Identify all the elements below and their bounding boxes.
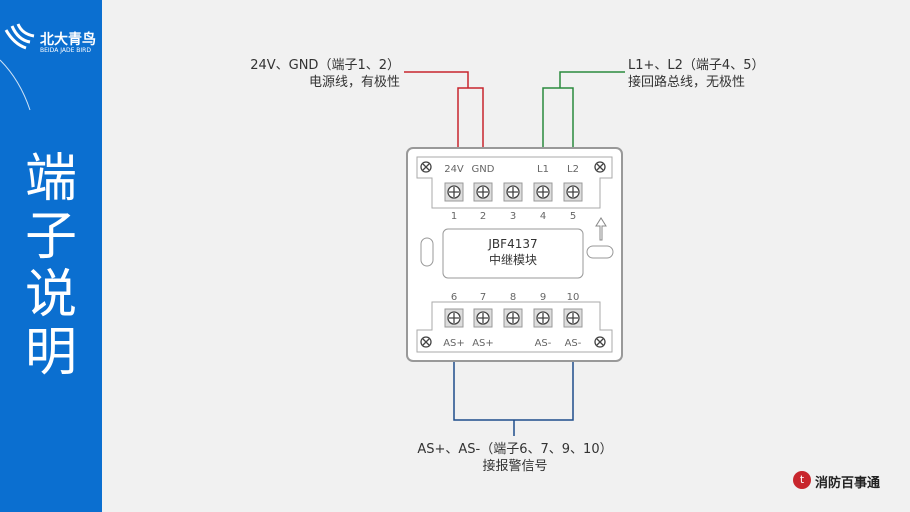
slot-right: [586, 245, 614, 259]
title-char: 端: [24, 149, 77, 209]
module-label: JBF4137 中继模块: [443, 236, 583, 268]
module-name: 中继模块: [488, 253, 537, 267]
terminal-number: 3: [510, 211, 516, 222]
alarm-label: AS+、AS-（端子6、7、9、10） 接报警信号: [380, 441, 650, 475]
brand-name: 北大青鸟: [40, 32, 96, 48]
terminal-number: 2: [480, 211, 486, 222]
loop-label: L1+、L2（端子4、5） 接回路总线，无极性: [628, 57, 828, 91]
terminal-number: 9: [540, 292, 546, 303]
terminal-label: L1: [537, 164, 549, 175]
power-wire: [404, 71, 484, 148]
terminal-label: AS+: [443, 338, 465, 349]
footer-brand: 消防百事通: [815, 476, 881, 491]
terminal-number: 7: [480, 292, 486, 303]
power-label-1: 24V、GND（端子1、2）: [250, 58, 400, 73]
module-model: JBF4137: [488, 237, 538, 251]
alarm-label-2: 接报警信号: [482, 459, 548, 474]
title-char: 子: [24, 207, 77, 267]
terminal-number: 5: [570, 211, 576, 222]
power-label: 24V、GND（端子1、2） 电源线，有极性: [200, 57, 400, 91]
sidebar: 北大青鸟 BEIDA JADE BIRD 端 子 说 明: [0, 0, 102, 512]
terminal-number: 10: [567, 292, 580, 303]
loop-label-1: L1+、L2（端子4、5）: [628, 58, 765, 73]
terminal-label: AS-: [565, 338, 582, 349]
alarm-label-1: AS+、AS-（端子6、7、9、10）: [417, 442, 613, 457]
terminal-label: GND: [472, 164, 495, 175]
alarm-wire: [453, 361, 574, 436]
terminal-number: 1: [451, 211, 457, 222]
terminal-number: 4: [540, 211, 546, 222]
footer-logo-icon: t: [793, 471, 811, 489]
brand-name-en: BEIDA JADE BIRD: [40, 47, 91, 54]
terminal-label: 24V: [444, 164, 464, 175]
title-char: 明: [24, 323, 77, 383]
terminal-label: L2: [567, 164, 579, 175]
terminal-number: 8: [510, 292, 516, 303]
page-title: 端 子 说 明: [18, 150, 84, 382]
loop-wire: [542, 71, 625, 148]
terminal-label: AS-: [535, 338, 552, 349]
sidebar-decoration: [0, 23, 35, 111]
slot-left: [420, 237, 434, 267]
arrow-up-icon: [595, 217, 607, 241]
label-box: [442, 228, 584, 279]
terminal-label: AS+: [472, 338, 494, 349]
logo-bird-icon: [4, 23, 35, 50]
title-char: 说: [24, 265, 77, 325]
loop-label-2: 接回路总线，无极性: [628, 75, 746, 90]
power-label-2: 电源线，有极性: [308, 75, 400, 90]
terminal-number: 6: [451, 292, 457, 303]
